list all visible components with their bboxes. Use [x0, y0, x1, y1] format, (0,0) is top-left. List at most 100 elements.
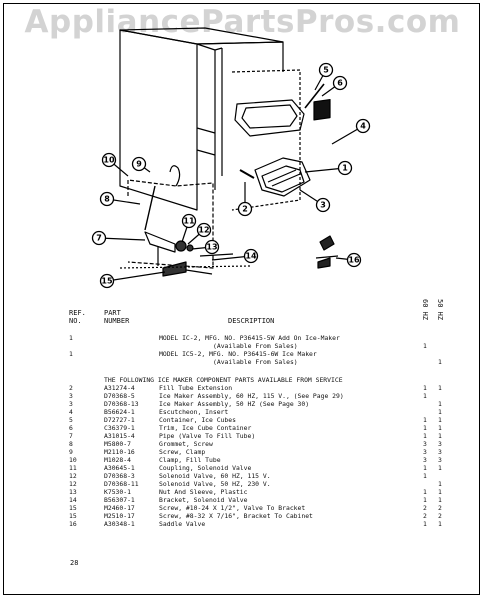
header-no: NO.	[69, 317, 82, 325]
svg-text:12: 12	[198, 226, 209, 235]
part-number: A31015-4	[104, 432, 135, 440]
header-part: PART	[104, 309, 121, 317]
qty-50hz: 1	[438, 408, 442, 416]
qty-50hz: 1	[438, 384, 442, 392]
callout-14: 14	[243, 248, 259, 264]
part-number: A30348-1	[104, 520, 135, 528]
qty-60hz: 1	[423, 472, 427, 480]
page-number: 28	[70, 559, 79, 567]
qty-60hz: 3	[423, 456, 427, 464]
callout-5: 5	[318, 62, 334, 78]
svg-text:5: 5	[323, 66, 329, 75]
part-number: K7530-1	[104, 488, 131, 496]
part-number: D70368-11	[104, 480, 139, 488]
model-row: 1 MODEL IC5-2, MFG. NO. P36415-6W Ice Ma…	[0, 350, 485, 358]
qty-60hz: 1	[423, 496, 427, 504]
svg-text:10: 10	[103, 156, 115, 165]
callout-3: 3	[315, 197, 331, 213]
svg-text:13: 13	[206, 243, 217, 252]
ref-no: 7	[69, 432, 73, 440]
part-number: A31274-4	[104, 384, 135, 392]
ref-no: 1	[69, 334, 73, 342]
svg-text:6: 6	[337, 79, 343, 88]
model-row-cont: (Available From Sales) 1	[0, 342, 485, 350]
svg-text:11: 11	[183, 217, 195, 226]
svg-text:3: 3	[320, 201, 326, 210]
header-ref: REF.	[69, 309, 86, 317]
qty-60hz: 1	[423, 488, 427, 496]
description: MODEL IC5-2, MFG. NO. P36415-6W Ice Make…	[159, 350, 317, 358]
svg-text:8: 8	[104, 195, 110, 204]
ref-no: 11	[69, 464, 77, 472]
callout-6: 6	[332, 75, 348, 91]
qty-60hz: 1	[423, 432, 427, 440]
description: Pipe (Valve To Fill Tube)	[159, 432, 256, 440]
section-note-text: THE FOLLOWING ICE MAKER COMPONENT PARTS …	[104, 376, 343, 384]
callout-8: 8	[99, 191, 115, 207]
svg-text:7: 7	[96, 234, 102, 243]
ref-no: 12	[69, 480, 77, 488]
part-number: M2110-16	[104, 448, 135, 456]
ref-no: 3	[69, 392, 73, 400]
description: Escutcheon, Insert	[159, 408, 229, 416]
description: Ice Maker Assembly, 50 HZ (See Page 30)	[159, 400, 310, 408]
description: MODEL IC-2, MFG. NO. P36415-5W Add On Ic…	[159, 334, 340, 342]
description: Screw, #10-24 X 1/2", Valve To Bracket	[159, 504, 306, 512]
part-number: B56624-1	[104, 408, 135, 416]
ref-no: 1	[69, 350, 73, 358]
callout-15: 15	[99, 273, 115, 289]
qty-60hz: 3	[423, 448, 427, 456]
qty-60hz: 1	[423, 384, 427, 392]
qty-60hz: 1	[423, 392, 427, 400]
ref-no: 12	[69, 472, 77, 480]
callout-group: 5 6 4 1 3 2 10 9 8 7 11 12 13 14 15 16	[91, 62, 371, 289]
svg-text:9: 9	[136, 160, 142, 169]
description: Grommet, Screw	[159, 440, 213, 448]
qty-50hz: 3	[438, 456, 442, 464]
escutcheon	[313, 99, 331, 121]
description: Screw, #8-32 X 7/16", Bracket To Cabinet	[159, 512, 313, 520]
callout-13: 13	[204, 239, 220, 255]
qty-50hz: 1	[438, 424, 442, 432]
callout-12: 12	[196, 222, 212, 238]
part-number: M2510-17	[104, 512, 135, 520]
ref-no: 8	[69, 440, 73, 448]
qty-50hz: 1	[438, 520, 442, 528]
ref-no: 3	[69, 400, 73, 408]
description: Nut And Sleeve, Plastic	[159, 488, 248, 496]
cabinet-top	[119, 27, 284, 45]
description: Screw, Clamp	[159, 448, 206, 456]
watermark: AppliancePartsPros.com	[24, 4, 461, 40]
description: Coupling, Solenoid Valve	[159, 464, 252, 472]
qty-60hz: 2	[423, 512, 427, 520]
qty-50hz: 1	[438, 358, 442, 366]
part-number: D70368-5	[104, 392, 135, 400]
model-row: 1 MODEL IC-2, MFG. NO. P36415-5W Add On …	[0, 334, 485, 342]
callout-16: 16	[346, 252, 362, 268]
description: Solenoid Valve, 60 HZ, 115 V.	[159, 472, 271, 480]
callout-7: 7	[91, 230, 107, 246]
svg-text:1: 1	[342, 164, 348, 173]
qty-50hz: 3	[438, 448, 442, 456]
part-number: A30645-1	[104, 464, 135, 472]
part-number: B56307-1	[104, 496, 135, 504]
part-number: M2460-17	[104, 504, 135, 512]
qty-50hz: 1	[438, 400, 442, 408]
model-row-cont: (Available From Sales) 1	[0, 358, 485, 366]
part-number: C36379-1	[104, 424, 135, 432]
ref-no: 10	[69, 456, 77, 464]
qty-50hz: 1	[438, 496, 442, 504]
